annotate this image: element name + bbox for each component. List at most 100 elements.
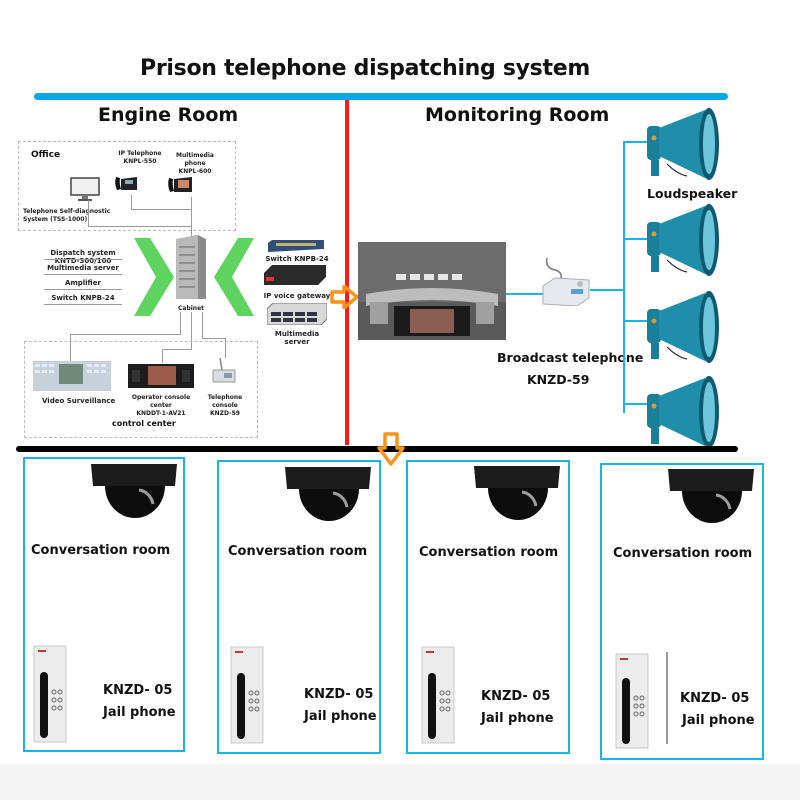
diagram-title: Prison telephone dispatching system bbox=[140, 56, 590, 81]
jail-phone-cable bbox=[666, 652, 668, 744]
arrow-right-icon bbox=[330, 285, 358, 309]
telephone-console-icon bbox=[212, 358, 236, 383]
jail-phone-icon bbox=[230, 646, 264, 744]
speaker-bus bbox=[623, 141, 625, 413]
multimedia-phone-icon bbox=[168, 177, 192, 192]
title-underline bbox=[34, 93, 728, 100]
loudspeaker-icon bbox=[647, 204, 719, 276]
list-divider bbox=[44, 274, 122, 275]
jail-phone-text-1: KNZD- 05 Jail phone bbox=[103, 680, 176, 724]
dome-camera-icon bbox=[474, 466, 560, 520]
cabinet-wire bbox=[191, 312, 192, 349]
loudspeaker-label: Loudspeaker bbox=[647, 186, 738, 201]
jail-phone-model: KNZD- 05 bbox=[481, 689, 551, 704]
broadcast-telephone-icon bbox=[542, 257, 590, 306]
jail-phone-model: KNZD- 05 bbox=[304, 687, 374, 702]
cabinet-item-multimedia-server: Multimedia server bbox=[47, 264, 119, 272]
jail-phone-name: Jail phone bbox=[481, 711, 554, 726]
telephone-console-name: Telephone console bbox=[207, 394, 243, 409]
loudspeaker-icon bbox=[647, 291, 719, 363]
broadcast-telephone-name: Broadcast telephone bbox=[497, 350, 644, 365]
storage-server-label: Multimedia server bbox=[274, 330, 320, 346]
speaker-wire bbox=[623, 141, 648, 143]
office-box bbox=[18, 141, 236, 231]
cabinet-wire bbox=[70, 334, 71, 364]
voip-gateway-label: IP voice gateway bbox=[263, 292, 331, 300]
cabinet-label: Cabinet bbox=[178, 305, 205, 312]
jail-phone-icon bbox=[615, 653, 649, 749]
dome-camera-icon bbox=[285, 467, 371, 521]
cabinet-wire bbox=[162, 349, 192, 350]
cabinet-wire bbox=[225, 338, 226, 358]
cabinet-wire bbox=[180, 312, 181, 334]
control-center-box bbox=[24, 341, 258, 438]
right-switch-label: Switch KNPB-24 bbox=[265, 255, 329, 263]
cabinet-wire bbox=[162, 349, 163, 363]
jail-phone-icon bbox=[33, 645, 67, 743]
jail-phone-name: Jail phone bbox=[682, 713, 755, 728]
monitoring-console-image bbox=[358, 242, 506, 340]
operator-console-icon bbox=[128, 364, 194, 388]
speaker-wire bbox=[623, 320, 648, 322]
footer-band bbox=[0, 764, 800, 800]
jail-phone-text-4: KNZD- 05 Jail phone bbox=[680, 688, 755, 732]
list-divider bbox=[44, 304, 122, 305]
ip-telephone-model: KNPL-550 bbox=[123, 157, 157, 165]
broadcast-wire bbox=[506, 293, 543, 295]
self-diagnostic-label: Telephone Self-diagnostic System (TSS-10… bbox=[23, 208, 110, 224]
video-wall-icon bbox=[33, 361, 111, 391]
office-wire bbox=[191, 197, 192, 239]
jail-phone-model: KNZD- 05 bbox=[680, 691, 750, 706]
operator-console-label: Operator console center KNDDT-1-AV21 bbox=[125, 394, 197, 417]
room-label: Conversation room bbox=[419, 545, 559, 560]
cabinet-wire bbox=[70, 334, 181, 335]
operator-console-name: Operator console center bbox=[131, 394, 191, 409]
self-diagnostic-line2: System (TSS-1000) bbox=[23, 215, 88, 223]
cabinet-wire bbox=[202, 312, 203, 338]
office-wire bbox=[88, 200, 89, 226]
cabinet-item-amplifier: Amplifier bbox=[65, 279, 101, 287]
loudspeaker-icon bbox=[647, 108, 719, 180]
dome-camera-icon bbox=[91, 464, 177, 518]
jail-phone-name: Jail phone bbox=[103, 705, 176, 720]
voip-gateway-icon bbox=[264, 265, 326, 285]
telephone-console-model: KNZD-59 bbox=[210, 409, 240, 417]
room-label: Conversation room bbox=[31, 543, 171, 558]
list-divider bbox=[44, 259, 122, 260]
dome-camera-icon bbox=[668, 469, 754, 523]
video-surveillance-label: Video Surveillance bbox=[42, 397, 116, 405]
broadcast-wire bbox=[590, 289, 624, 291]
self-diagnostic-line1: Telephone Self-diagnostic bbox=[23, 208, 111, 215]
arrow-down-icon bbox=[377, 432, 405, 466]
telephone-console-label: Telephone console KNZD-59 bbox=[200, 394, 250, 417]
room-label: Conversation room bbox=[228, 544, 368, 559]
broadcast-telephone-model: KNZD-59 bbox=[527, 372, 590, 387]
network-switch-icon bbox=[268, 240, 324, 252]
jail-phone-icon bbox=[421, 646, 455, 744]
cabinet-item-dispatch: Dispatch system KNTD-300/100 bbox=[50, 249, 116, 265]
chevron-right-icon bbox=[134, 238, 174, 316]
main-bus-line bbox=[16, 446, 738, 452]
cabinet-wire bbox=[202, 338, 225, 339]
jail-phone-name: Jail phone bbox=[304, 709, 377, 724]
cabinet-item-switch: Switch KNPB-24 bbox=[51, 294, 115, 302]
jail-phone-text-3: KNZD- 05 Jail phone bbox=[481, 686, 554, 730]
chevron-left-icon bbox=[214, 238, 254, 316]
office-wire bbox=[131, 195, 132, 209]
monitor-icon bbox=[70, 177, 100, 201]
list-divider bbox=[44, 289, 122, 290]
ip-telephone-name: IP Telephone bbox=[118, 150, 162, 157]
office-wire bbox=[131, 209, 191, 210]
office-label: Office bbox=[31, 150, 61, 160]
monitoring-room-heading: Monitoring Room bbox=[425, 104, 610, 126]
jail-phone-text-2: KNZD- 05 Jail phone bbox=[304, 684, 377, 728]
storage-server-icon bbox=[267, 303, 327, 325]
server-cabinet-icon bbox=[176, 235, 206, 299]
jail-phone-model: KNZD- 05 bbox=[103, 683, 173, 698]
speaker-wire bbox=[623, 238, 648, 240]
multimedia-phone-label: Multimedia phone KNPL-600 bbox=[165, 152, 225, 175]
engine-room-heading: Engine Room bbox=[98, 104, 239, 126]
office-wire bbox=[88, 226, 192, 227]
ip-telephone-label: IP Telephone KNPL-550 bbox=[115, 150, 165, 166]
multimedia-phone-name: Multimedia phone bbox=[176, 152, 214, 167]
